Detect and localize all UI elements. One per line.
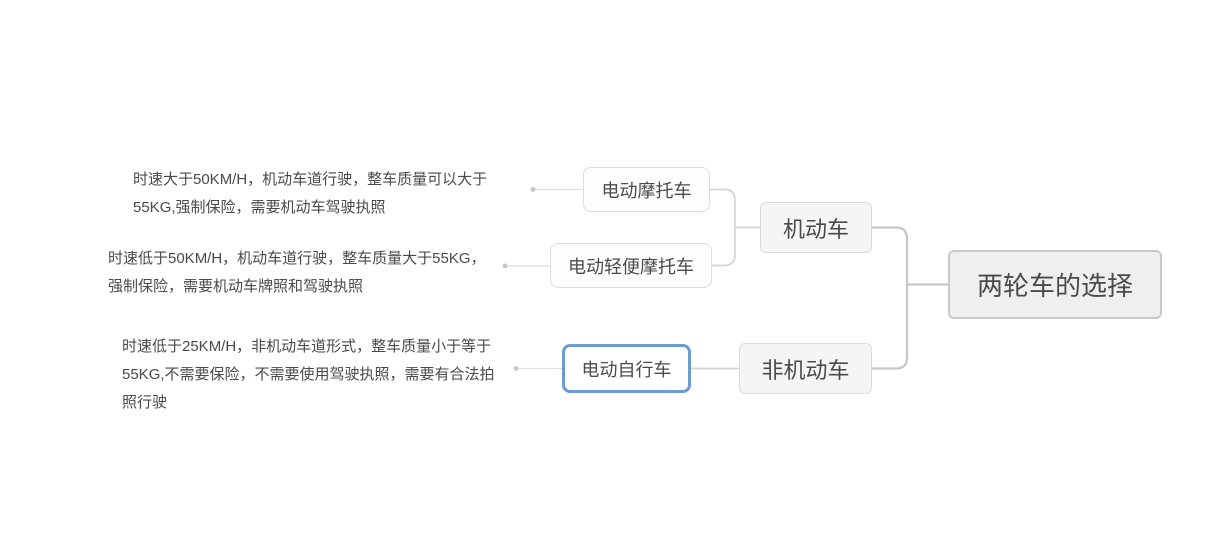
node-non-motor-vehicle[interactable]: 非机动车 [739, 343, 872, 394]
connector-branch-spine [870, 226, 909, 370]
node-electric-bicycle-selected[interactable]: 电动自行车 [562, 344, 691, 393]
node-electric-light-motorcycle[interactable]: 电动轻便摩托车 [550, 243, 712, 288]
connector-motor-children-spine [709, 188, 736, 267]
node-electric-motorcycle[interactable]: 电动摩托车 [583, 167, 710, 212]
node-root-topic[interactable]: 两轮车的选择 [948, 250, 1162, 319]
note-electric-bicycle[interactable]: 时速低于25KM/H，非机动车道形式，整车质量小于等于 55KG,不需要保险，不… [122, 338, 495, 411]
node-motor-vehicle[interactable]: 机动车 [760, 202, 872, 253]
note-electric-motorcycle[interactable]: 时速大于50KM/H，机动车道行驶，整车质量可以大于 55KG,强制保险，需要机… [133, 171, 488, 216]
note-electric-light-motorcycle[interactable]: 时速低于50KM/H，机动车道行驶，整车质量大于55KG， 强制保险，需要机动车… [108, 250, 486, 295]
